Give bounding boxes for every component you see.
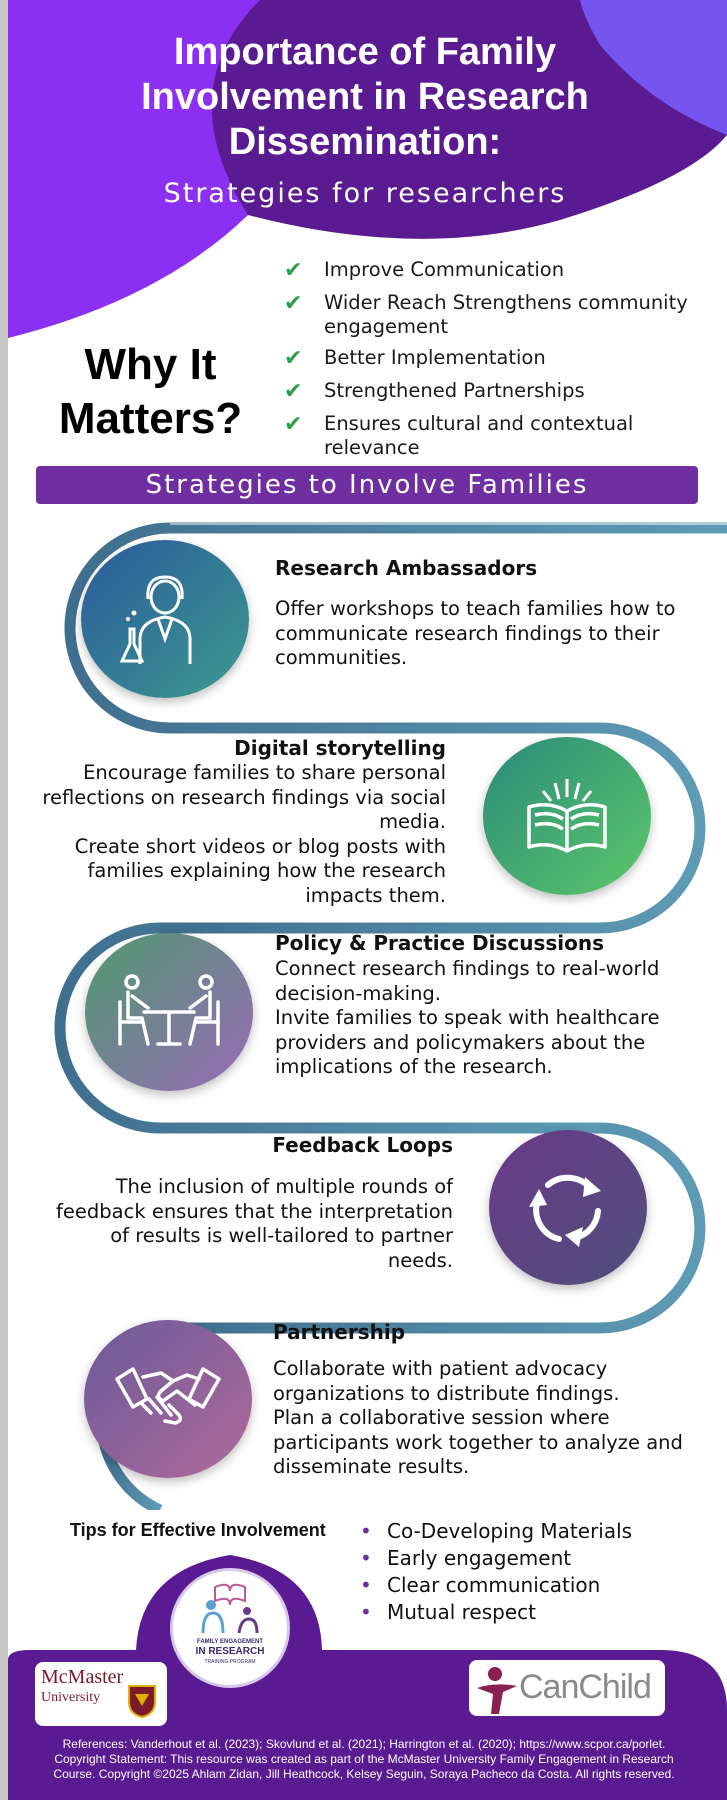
tip-item: •Co-Developing Materials	[360, 1519, 633, 1543]
reason-item: ✔Wider Reach Strengthens community engag…	[284, 291, 688, 338]
strategy-icon-circle	[81, 540, 249, 698]
mcmaster-crest-icon	[128, 1685, 156, 1718]
check-icon: ✔	[284, 412, 303, 437]
mcmaster-wordmark: McMaster	[41, 1666, 124, 1688]
tips-title: Tips for Effective Involvement	[70, 1520, 326, 1540]
bullet-icon: •	[360, 1573, 372, 1597]
handshake-icon	[115, 1367, 221, 1425]
canchild-logo: CanChild	[469, 1660, 665, 1716]
strategy-title: Partnership	[273, 1320, 406, 1344]
why-it-matters-heading: Why It Matters?	[58, 340, 243, 443]
canchild-wordmark: CanChild	[519, 1668, 652, 1706]
mcmaster-logo: McMaster University	[35, 1662, 167, 1726]
check-icon: ✔	[284, 258, 303, 283]
footer-references: References: Vanderhout et al. (2023); Sk…	[40, 1737, 688, 1782]
strategy-title: Digital storytelling	[234, 736, 446, 760]
strategy-icon-circle	[489, 1130, 647, 1285]
check-icon: ✔	[284, 346, 303, 371]
meeting-table-icon	[118, 974, 220, 1046]
open-book-icon	[527, 779, 607, 853]
strategy-body: Encourage families to share personal ref…	[42, 761, 446, 907]
mcmaster-wordmark-sub: University	[41, 1690, 101, 1705]
logo-text-line: FAMILY ENGAGEMENT	[196, 1639, 263, 1645]
strategy-title: Research Ambassadors	[275, 556, 538, 580]
scientist-icon	[120, 575, 192, 664]
tip-item: •Clear communication	[360, 1573, 601, 1597]
tips-list: •Co-Developing Materials •Early engageme…	[360, 1518, 700, 1626]
check-icon: ✔	[284, 291, 303, 316]
check-icon: ✔	[284, 379, 303, 404]
strategy-body: Offer workshops to teach families how to…	[275, 597, 676, 669]
strategies-banner: Strategies to Involve Families	[36, 466, 698, 504]
logo-text-line: IN RESEARCH	[195, 1646, 265, 1657]
serpentine-path	[54, 522, 727, 1510]
strategy-body: The inclusion of multiple rounds of feed…	[56, 1175, 453, 1272]
references-text: References: Vanderhout et al. (2023); Sk…	[62, 1737, 666, 1751]
bullet-icon: •	[360, 1546, 372, 1570]
strategy-icon-circle	[84, 1320, 252, 1478]
cycle-arrows-icon	[529, 1174, 601, 1247]
tip-item: •Early engagement	[360, 1546, 572, 1570]
bullet-icon: •	[360, 1600, 372, 1624]
reason-item: ✔Strengthened Partnerships	[284, 379, 585, 404]
page-title: Importance of Family Involvement in Rese…	[141, 31, 589, 163]
logo-text-line: TRAINING PROGRAM	[204, 1659, 256, 1665]
page-subtitle: Strategies for researchers	[163, 178, 567, 209]
reason-item: ✔Improve Communication	[284, 258, 565, 283]
reason-item: ✔Better Implementation	[284, 346, 546, 371]
reasons-list: ✔Improve Communication ✔Wider Reach Stre…	[284, 258, 704, 467]
bullet-icon: •	[360, 1519, 372, 1543]
strategy-body: Collaborate with patient advocacy organi…	[273, 1357, 683, 1478]
header-background	[8, 0, 727, 338]
strategy-title: Policy & Practice Discussions	[275, 931, 605, 955]
canchild-figure-icon	[477, 1667, 517, 1714]
copyright-text: Copyright Statement: This resource was c…	[53, 1752, 675, 1781]
strategy-title: Feedback Loops	[272, 1133, 453, 1157]
strategy-icon-circle	[85, 933, 253, 1091]
tip-item: •Mutual respect	[360, 1600, 536, 1624]
family-engagement-logo: FAMILY ENGAGEMENT IN RESEARCH TRAINING P…	[170, 1568, 290, 1688]
family-engagement-emblem-icon	[201, 1583, 259, 1634]
strategy-body: Connect research findings to real-world …	[275, 957, 660, 1078]
strategy-icon-circle	[483, 737, 651, 895]
left-margin-strip	[0, 0, 8, 1800]
reason-item: ✔Ensures cultural and contextual relevan…	[284, 412, 634, 459]
